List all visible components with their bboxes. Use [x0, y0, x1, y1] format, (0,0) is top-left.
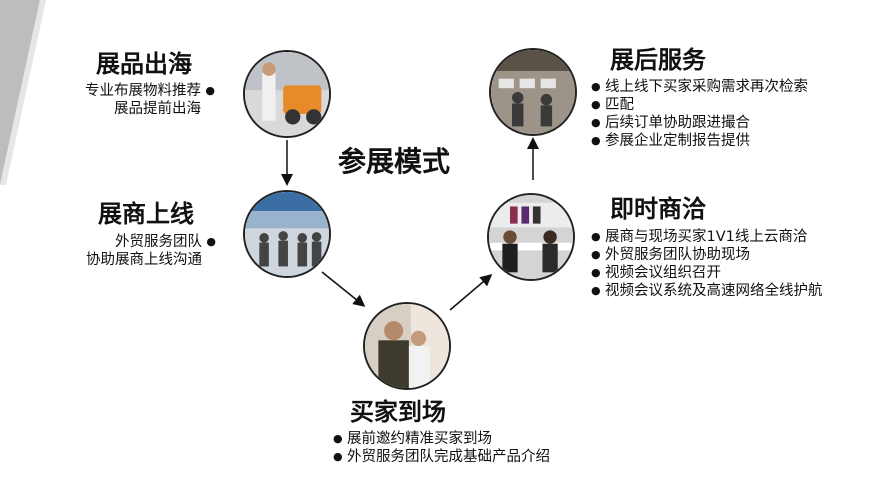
- arrow-2: [321, 271, 366, 307]
- list-item: 外贸服务团队: [86, 233, 216, 251]
- list-item: 匹配: [591, 96, 808, 114]
- list-item: 线上线下买家采购需求再次检索: [591, 78, 808, 96]
- center-title: 参展模式: [338, 145, 451, 178]
- corner-decoration: [0, 0, 46, 185]
- arrow-3: [449, 274, 493, 311]
- post-show-photo: [489, 48, 577, 136]
- buyer-onsite-title: 买家到场: [350, 398, 446, 426]
- list-item: 外贸服务团队协助现场: [591, 246, 823, 264]
- post-show-list: 线上线下买家采购需求再次检索 匹配 后续订单协助跟进撮合 参展企业定制报告提供: [591, 78, 808, 150]
- exhibit-abroad-list: 专业布展物料推荐 展品提前出海: [85, 82, 215, 118]
- exhibit-abroad-title: 展品出海: [96, 50, 192, 78]
- instant-negotiation-list: 展商与现场买家1V1线上云商洽 外贸服务团队协助现场 视频会议组织召开 视频会议…: [591, 228, 823, 300]
- instant-negotiation-photo: [487, 193, 575, 281]
- exhibitor-online-photo: [243, 190, 331, 278]
- buyer-onsite-list: 展前邀约精准买家到场 外贸服务团队完成基础产品介绍: [333, 430, 550, 466]
- buyer-onsite-photo: [363, 302, 451, 390]
- exhibitor-online-title: 展商上线: [98, 200, 194, 228]
- list-item: 后续订单协助跟进撮合: [591, 114, 808, 132]
- exhibitor-online-list: 外贸服务团队 协助展商上线沟通: [86, 233, 216, 269]
- list-item: 参展企业定制报告提供: [591, 132, 808, 150]
- post-show-title: 展后服务: [610, 46, 706, 74]
- list-item: 协助展商上线沟通: [86, 252, 202, 268]
- list-item: 专业布展物料推荐: [85, 82, 215, 100]
- list-item: 视频会议组织召开: [591, 264, 823, 282]
- list-item: 视频会议系统及高速网络全线护航: [591, 282, 823, 300]
- list-item: 展前邀约精准买家到场: [333, 430, 550, 448]
- instant-negotiation-title: 即时商洽: [610, 195, 706, 223]
- list-item: 外贸服务团队完成基础产品介绍: [333, 448, 550, 466]
- exhibit-abroad-photo: [243, 50, 331, 138]
- list-item: 展品提前出海: [114, 101, 201, 117]
- list-item: 展商与现场买家1V1线上云商洽: [591, 228, 823, 246]
